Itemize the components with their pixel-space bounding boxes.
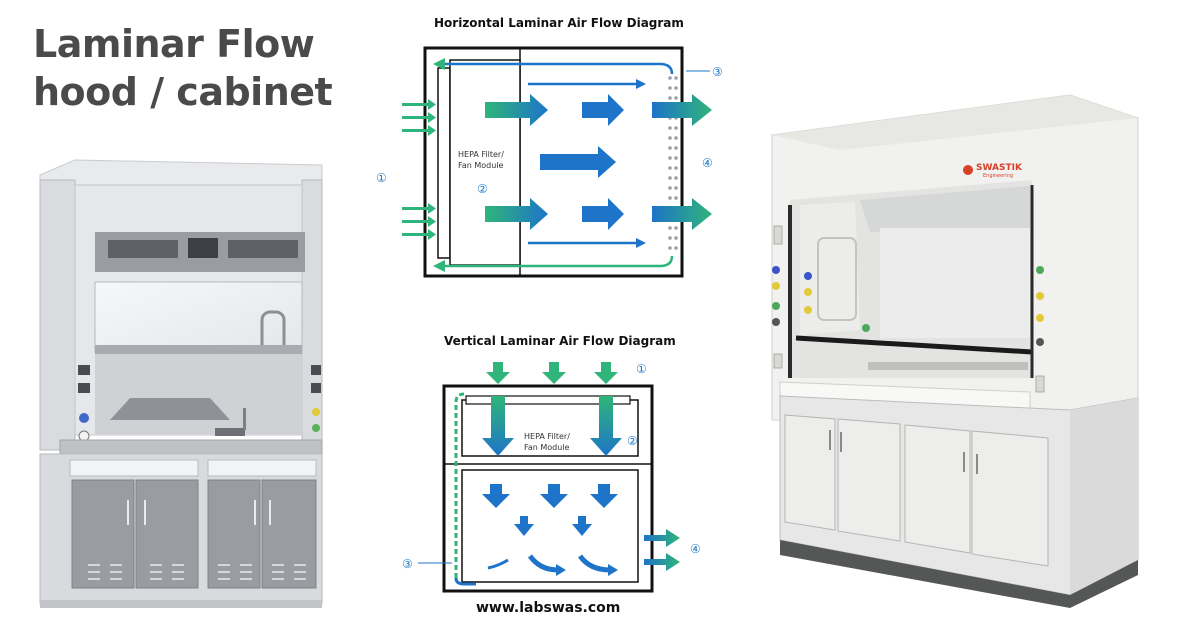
brand-name: SWASTIK bbox=[976, 163, 1023, 173]
title-line-2: hood / cabinet bbox=[33, 70, 333, 114]
title-line-1: Laminar Flow bbox=[33, 22, 315, 66]
vertical-inlet-arrows bbox=[486, 362, 618, 384]
vertical-filter-label-1: HEPA Filter/ bbox=[524, 432, 570, 441]
horizontal-flow-arrows bbox=[485, 94, 712, 230]
vertical-caption: Vertical Laminar Air Flow Diagram bbox=[444, 334, 676, 348]
horizontal-filter-label-2: Fan Module bbox=[458, 161, 504, 170]
vertical-filter-label-2: Fan Module bbox=[524, 443, 570, 452]
vertical-marker-2: ② bbox=[627, 434, 638, 448]
right-fume-hood-illustration: SWASTIK Engineering bbox=[771, 94, 1139, 608]
brand-sub: Engineering bbox=[983, 173, 1013, 179]
horizontal-marker-2: ② bbox=[477, 182, 488, 196]
left-fume-hood-illustration bbox=[39, 159, 323, 608]
horizontal-marker-4: ④ bbox=[702, 156, 713, 170]
horizontal-caption: Horizontal Laminar Air Flow Diagram bbox=[434, 16, 684, 30]
horizontal-marker-3: ③ bbox=[712, 65, 723, 79]
horizontal-flow-diagram: HEPA Filter/ Fan Module bbox=[376, 46, 723, 278]
page-title: Laminar Flow hood / cabinet bbox=[33, 20, 333, 116]
vertical-marker-4: ④ bbox=[690, 542, 701, 556]
horizontal-marker-1: ① bbox=[376, 171, 387, 185]
horizontal-exit-grille bbox=[668, 76, 678, 250]
vertical-flow-arrows bbox=[482, 484, 618, 536]
vertical-flow-diagram: HEPA Filter/ Fan Module ① ② bbox=[402, 362, 701, 593]
vertical-marker-1: ① bbox=[636, 362, 647, 376]
vertical-marker-3: ③ bbox=[402, 557, 413, 571]
horizontal-filter-label-1: HEPA Filter/ bbox=[458, 150, 504, 159]
brand-logo: SWASTIK Engineering bbox=[963, 163, 1023, 179]
gas-valves bbox=[772, 266, 1044, 346]
horizontal-inlet-arrows bbox=[402, 99, 436, 240]
website-url: www.labswas.com bbox=[476, 600, 621, 616]
